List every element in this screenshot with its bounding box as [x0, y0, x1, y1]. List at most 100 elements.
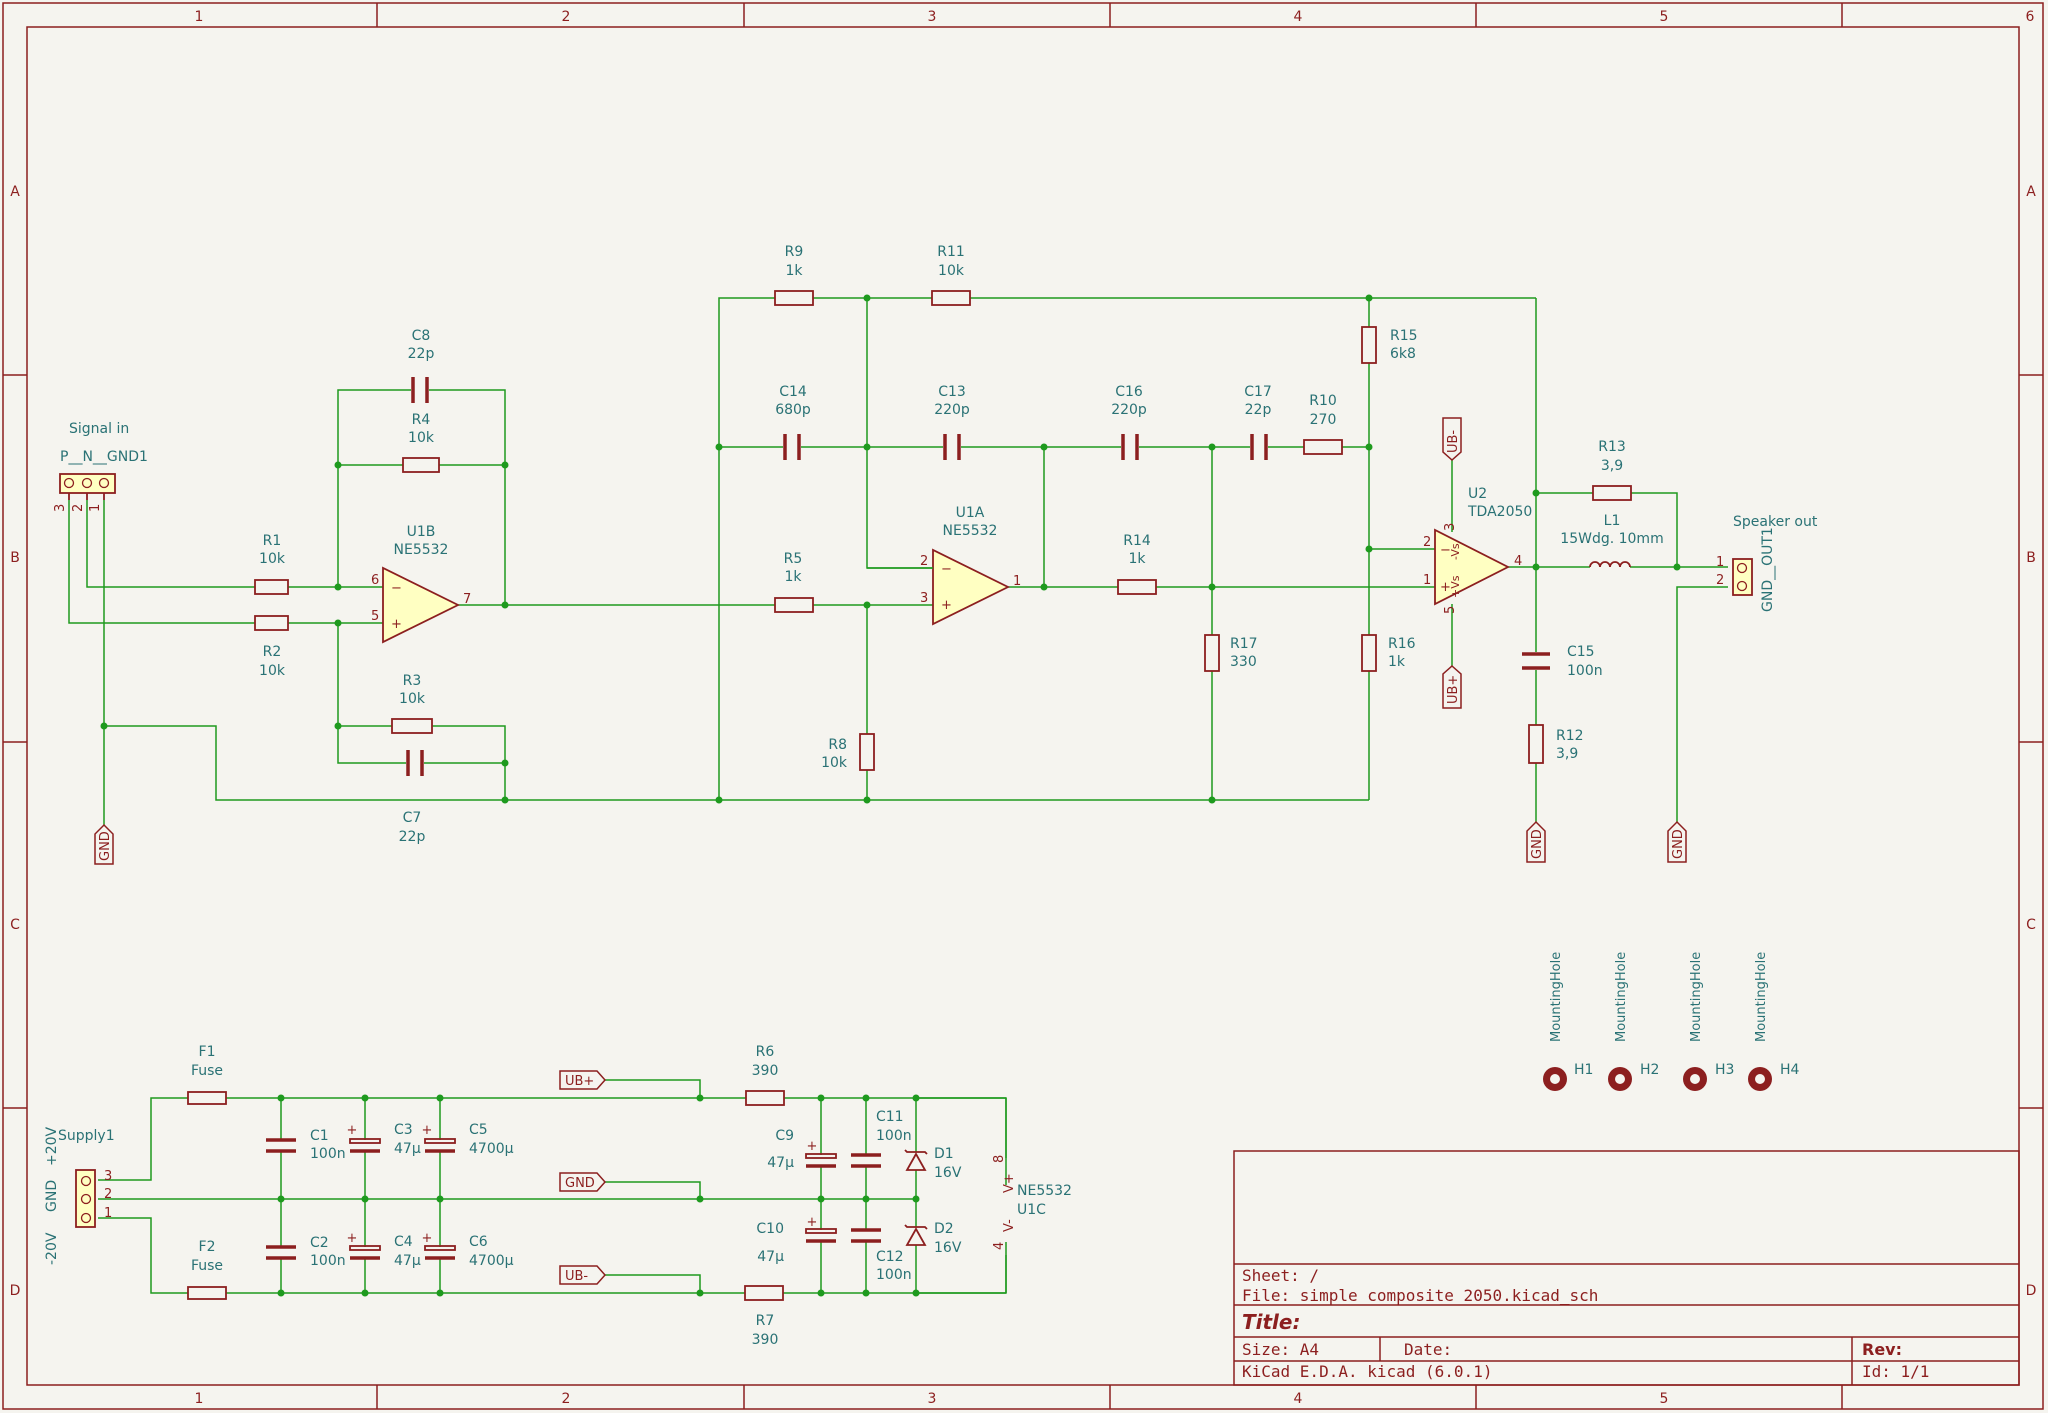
supply-pin-3: 3 [104, 1169, 112, 1184]
capacitor-c13[interactable]: C13 220p [934, 384, 970, 460]
mounting-hole-h4[interactable]: H4 MountingHole [1748, 952, 1800, 1091]
capacitor-c5[interactable]: + C5 4700µ [422, 1122, 514, 1157]
ub-plus-port-supply[interactable]: UB+ [559, 1070, 607, 1090]
c5-ref: C5 [469, 1122, 488, 1138]
f2-value: Fuse [191, 1258, 223, 1274]
resistor-r5[interactable]: R5 1k [774, 551, 814, 613]
resistor-r4[interactable]: R4 10k [402, 412, 440, 473]
u1b-value: NE5532 [394, 542, 449, 558]
row-label-b: B [10, 550, 20, 566]
capacitor-c10[interactable]: + C10 47µ [756, 1215, 837, 1265]
r10-ref: R10 [1309, 393, 1337, 409]
supply-label-minus20v: -20V [44, 1232, 60, 1265]
c6-ref: C6 [469, 1234, 488, 1250]
h4-value: MountingHole [1754, 952, 1769, 1042]
r4-value: 10k [408, 430, 435, 446]
h4-ref: H4 [1780, 1062, 1800, 1078]
r14-value: 1k [1128, 551, 1146, 567]
zener-d1[interactable]: D1 16V [904, 1146, 962, 1181]
capacitor-c1[interactable]: C1 100n [266, 1128, 346, 1162]
mounting-hole-h3[interactable]: H3 MountingHole [1683, 952, 1734, 1091]
col-label-4: 4 [1294, 9, 1303, 25]
r5-ref: R5 [784, 551, 803, 567]
r10-value: 270 [1310, 412, 1337, 428]
capacitor-c7[interactable]: C7 22p [399, 750, 426, 845]
fuse-f1[interactable]: F1 Fuse [187, 1044, 227, 1105]
r11-ref: R11 [937, 244, 965, 260]
opamp-u1a[interactable]: − + 2 3 1 U1A NE5532 [867, 505, 1021, 626]
capacitor-c17[interactable]: C17 22p [1244, 384, 1272, 460]
fuse-f2[interactable]: F2 Fuse [187, 1239, 227, 1300]
resistor-r6[interactable]: R6 390 [745, 1044, 785, 1106]
row-label-b-right: B [2026, 550, 2036, 566]
gnd-symbol-c15[interactable]: GND [1526, 820, 1546, 863]
capacitor-c2[interactable]: C2 100n [266, 1235, 346, 1269]
r13-ref: R13 [1598, 439, 1626, 455]
resistor-r12[interactable]: R12 3,9 [1528, 724, 1584, 764]
opamp-u2[interactable]: − + -Vs +Vs 2 1 4 3 5 U2 TDA2050 [1423, 486, 1532, 614]
u1b-pin-5: 5 [371, 609, 379, 624]
ub-minus-port-supply[interactable]: UB- [559, 1265, 607, 1285]
ub-plus-supply-label: UB+ [565, 1074, 594, 1089]
mounting-hole-h1[interactable]: H1 MountingHole [1543, 952, 1593, 1091]
r2-value: 10k [259, 663, 286, 679]
opamp-u1b[interactable]: − + 6 5 7 U1B NE5532 [371, 524, 471, 644]
resistor-r9[interactable]: R9 1k [774, 244, 814, 306]
resistor-r10[interactable]: R10 270 [1303, 393, 1343, 455]
signal-in-connector[interactable]: 3 2 1 Signal in P__N__GND1 [53, 421, 148, 512]
u2-pin-3: 3 [1443, 523, 1458, 531]
zener-d2[interactable]: D2 16V [904, 1221, 962, 1256]
inductor-l1[interactable]: L1 15Wdg. 10mm [1560, 513, 1664, 568]
resistor-r7[interactable]: R7 390 [744, 1285, 784, 1348]
c8-value: 22p [408, 346, 435, 362]
title-block: Sheet: / File: simple composite 2050.kic… [1233, 1150, 2020, 1386]
speaker-out-connector[interactable]: 1 2 Speaker out GND__OUT1 [1716, 514, 1818, 612]
u1b-minus-sign: − [391, 581, 402, 596]
resistor-r1[interactable]: R1 10k [254, 533, 289, 595]
resistor-r11[interactable]: R11 10k [931, 244, 971, 306]
gnd-port-supply[interactable]: GND [559, 1172, 607, 1192]
signal-in-value: Signal in [69, 421, 129, 437]
capacitor-c8[interactable]: C8 22p [408, 328, 435, 403]
resistor-r16[interactable]: R16 1k [1361, 634, 1416, 672]
capacitor-c4[interactable]: + C4 47µ [347, 1231, 421, 1269]
col-label-5-bottom: 5 [1660, 1391, 1669, 1407]
supply-connector[interactable]: 3 2 1 Supply1 +20V GND -20V [44, 1126, 115, 1265]
capacitor-c12[interactable]: C12 100n [851, 1228, 912, 1283]
resistor-r2[interactable]: R2 10k [254, 615, 289, 679]
h3-ref: H3 [1715, 1062, 1734, 1078]
c16-ref: C16 [1115, 384, 1143, 400]
row-label-a-right: A [2026, 184, 2036, 200]
ub-minus-u2-label: UB- [1446, 430, 1461, 453]
mounting-hole-h2[interactable]: H2 MountingHole [1608, 952, 1659, 1091]
d1-value: 16V [934, 1165, 962, 1181]
f1-ref: F1 [199, 1044, 216, 1060]
capacitor-c11[interactable]: C11 100n [851, 1109, 912, 1168]
resistor-r8[interactable]: R8 10k [821, 733, 875, 771]
u1a-pin-3: 3 [920, 591, 928, 606]
r12-ref: R12 [1556, 728, 1584, 744]
capacitor-c9[interactable]: + C9 47µ [767, 1128, 837, 1171]
gnd-c15-label: GND [1530, 829, 1545, 859]
r17-ref: R17 [1230, 636, 1258, 652]
capacitor-c14[interactable]: C14 680p [775, 384, 811, 460]
capacitor-c3[interactable]: + C3 47µ [347, 1122, 421, 1157]
opamp-u1c-power[interactable]: 8 4 V+ V- NE5532 U1C [916, 1097, 1072, 1294]
resistor-r15[interactable]: R15 6k8 [1361, 326, 1418, 364]
ub-minus-port-u2[interactable]: UB- [1442, 417, 1462, 462]
gnd-symbol-speaker[interactable]: GND [1667, 820, 1687, 863]
resistor-r3[interactable]: R3 10k [391, 673, 433, 734]
resistor-r17[interactable]: R17 330 [1204, 634, 1258, 672]
c7-ref: C7 [403, 810, 422, 826]
ub-plus-port-u2[interactable]: UB+ [1442, 664, 1462, 709]
c1-value: 100n [310, 1146, 346, 1162]
u1a-minus-sign: − [941, 562, 952, 577]
r3-ref: R3 [403, 673, 422, 689]
resistor-r13[interactable]: R13 3,9 [1592, 439, 1632, 501]
capacitor-c16[interactable]: C16 220p [1111, 384, 1147, 460]
capacitor-c6[interactable]: + C6 4700µ [422, 1231, 514, 1269]
gnd-input-label: GND [98, 831, 113, 861]
gnd-symbol-input[interactable]: GND [94, 823, 114, 865]
capacitor-c15[interactable]: C15 100n [1522, 644, 1603, 679]
resistor-r14[interactable]: R14 1k [1117, 533, 1157, 595]
